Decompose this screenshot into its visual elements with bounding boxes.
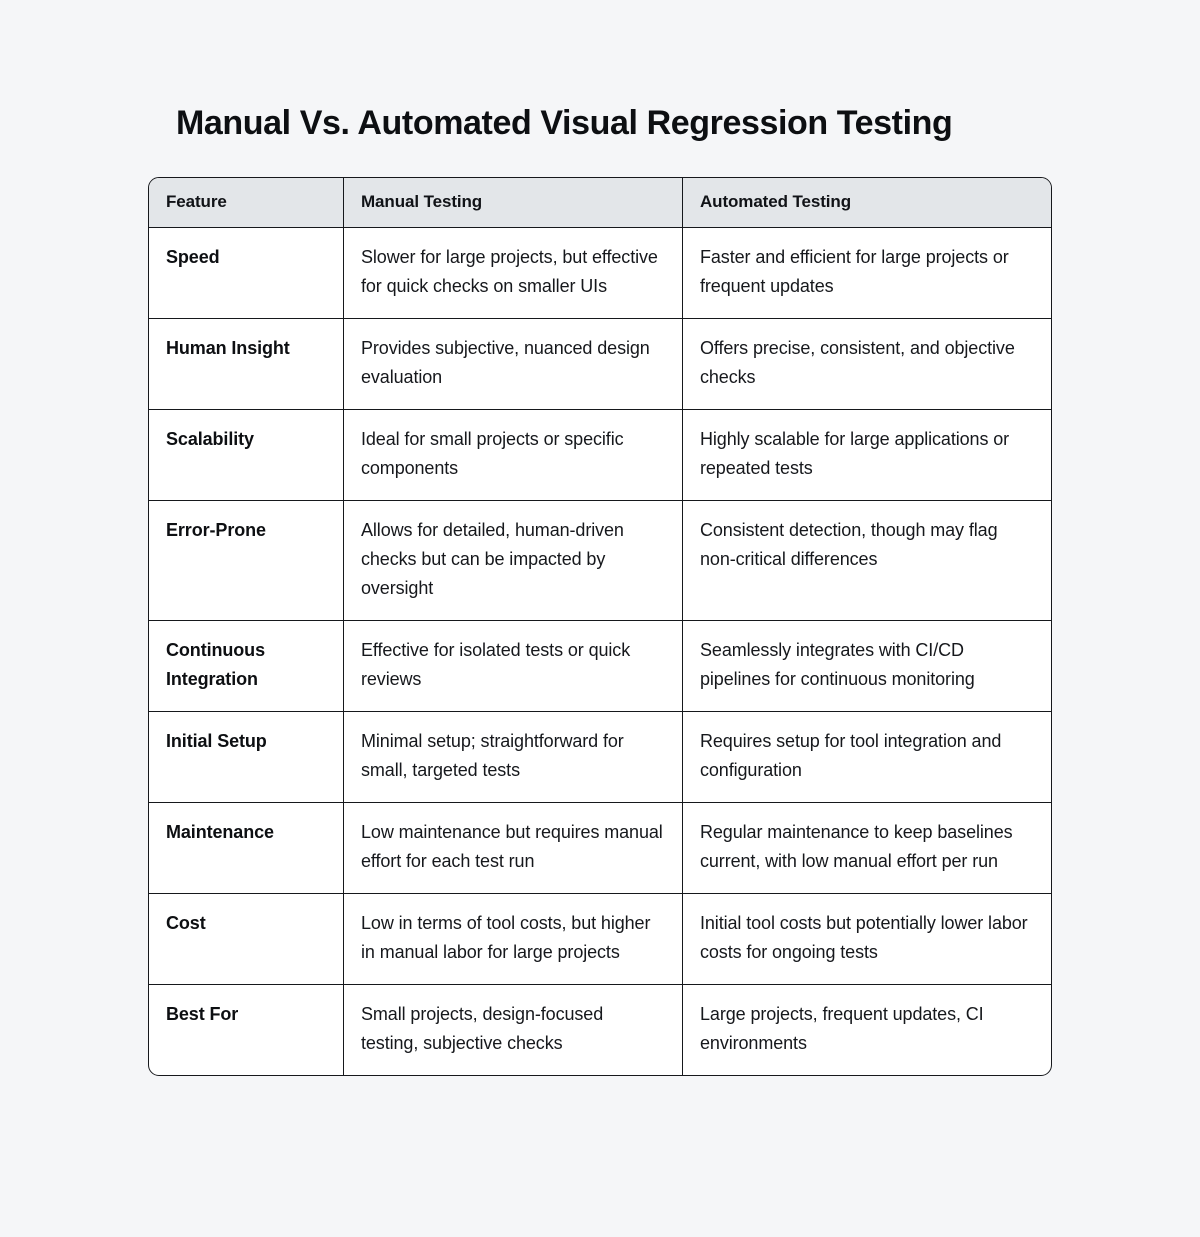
table-header-row: Feature Manual Testing Automated Testing (149, 178, 1051, 228)
row-manual-testing-cell: Minimal setup; straightforward for small… (343, 711, 682, 802)
row-manual-testing-cell: Small projects, design-focused testing, … (343, 984, 682, 1075)
row-manual-testing-cell: Effective for isolated tests or quick re… (343, 620, 682, 711)
row-automated-testing-cell: Large projects, frequent updates, CI env… (682, 984, 1051, 1075)
row-manual-testing-cell: Provides subjective, nuanced design eval… (343, 318, 682, 409)
row-feature-label: Continuous Integration (149, 620, 343, 711)
row-automated-testing-cell: Offers precise, consistent, and objectiv… (682, 318, 1051, 409)
column-header-manual-testing: Manual Testing (343, 178, 682, 228)
row-manual-testing-cell: Ideal for small projects or specific com… (343, 409, 682, 500)
column-header-feature: Feature (149, 178, 343, 228)
row-feature-label: Maintenance (149, 802, 343, 893)
table-header: Feature Manual Testing Automated Testing (149, 178, 1051, 228)
row-manual-testing-cell: Low in terms of tool costs, but higher i… (343, 893, 682, 984)
row-feature-label: Scalability (149, 409, 343, 500)
row-manual-testing-cell: Slower for large projects, but effective… (343, 228, 682, 318)
row-manual-testing-cell: Allows for detailed, human-driven checks… (343, 500, 682, 620)
row-feature-label: Speed (166, 247, 220, 267)
row-automated-testing-cell: Requires setup for tool integration and … (682, 711, 1051, 802)
table-row: Speed Slower for large projects, but effe… (149, 228, 1051, 318)
row-feature-label: Initial Setup (149, 711, 343, 802)
row-automated-testing-cell: Faster and efficient for large projects … (682, 228, 1051, 318)
column-header-automated-testing: Automated Testing (682, 178, 1051, 228)
row-automated-testing-cell: Highly scalable for large applications o… (682, 409, 1051, 500)
row-feature-label: Human Insight (149, 318, 343, 409)
row-automated-testing-cell: Initial tool costs but potentially lower… (682, 893, 1051, 984)
row-automated-testing-cell: Regular maintenance to keep baselines cu… (682, 802, 1051, 893)
comparison-table: Feature Manual Testing Automated Testing… (148, 177, 1052, 1076)
page-title: Manual Vs. Automated Visual Regression T… (176, 103, 953, 142)
row-feature-label: Cost (149, 893, 343, 984)
row-automated-testing-cell: Consistent detection, though may flag no… (682, 500, 1051, 620)
table-body: Speed Slower for large projects, but effe… (149, 228, 1051, 1075)
row-manual-testing-cell: Low maintenance but requires manual effo… (343, 802, 682, 893)
comparison-table-container: Feature Manual Testing Automated Testing… (148, 177, 1052, 1076)
row-feature-label: Error-Prone (149, 500, 343, 620)
row-automated-testing-cell: Seamlessly integrates with CI/CD pipelin… (682, 620, 1051, 711)
row-feature-label: Best For (149, 984, 343, 1075)
